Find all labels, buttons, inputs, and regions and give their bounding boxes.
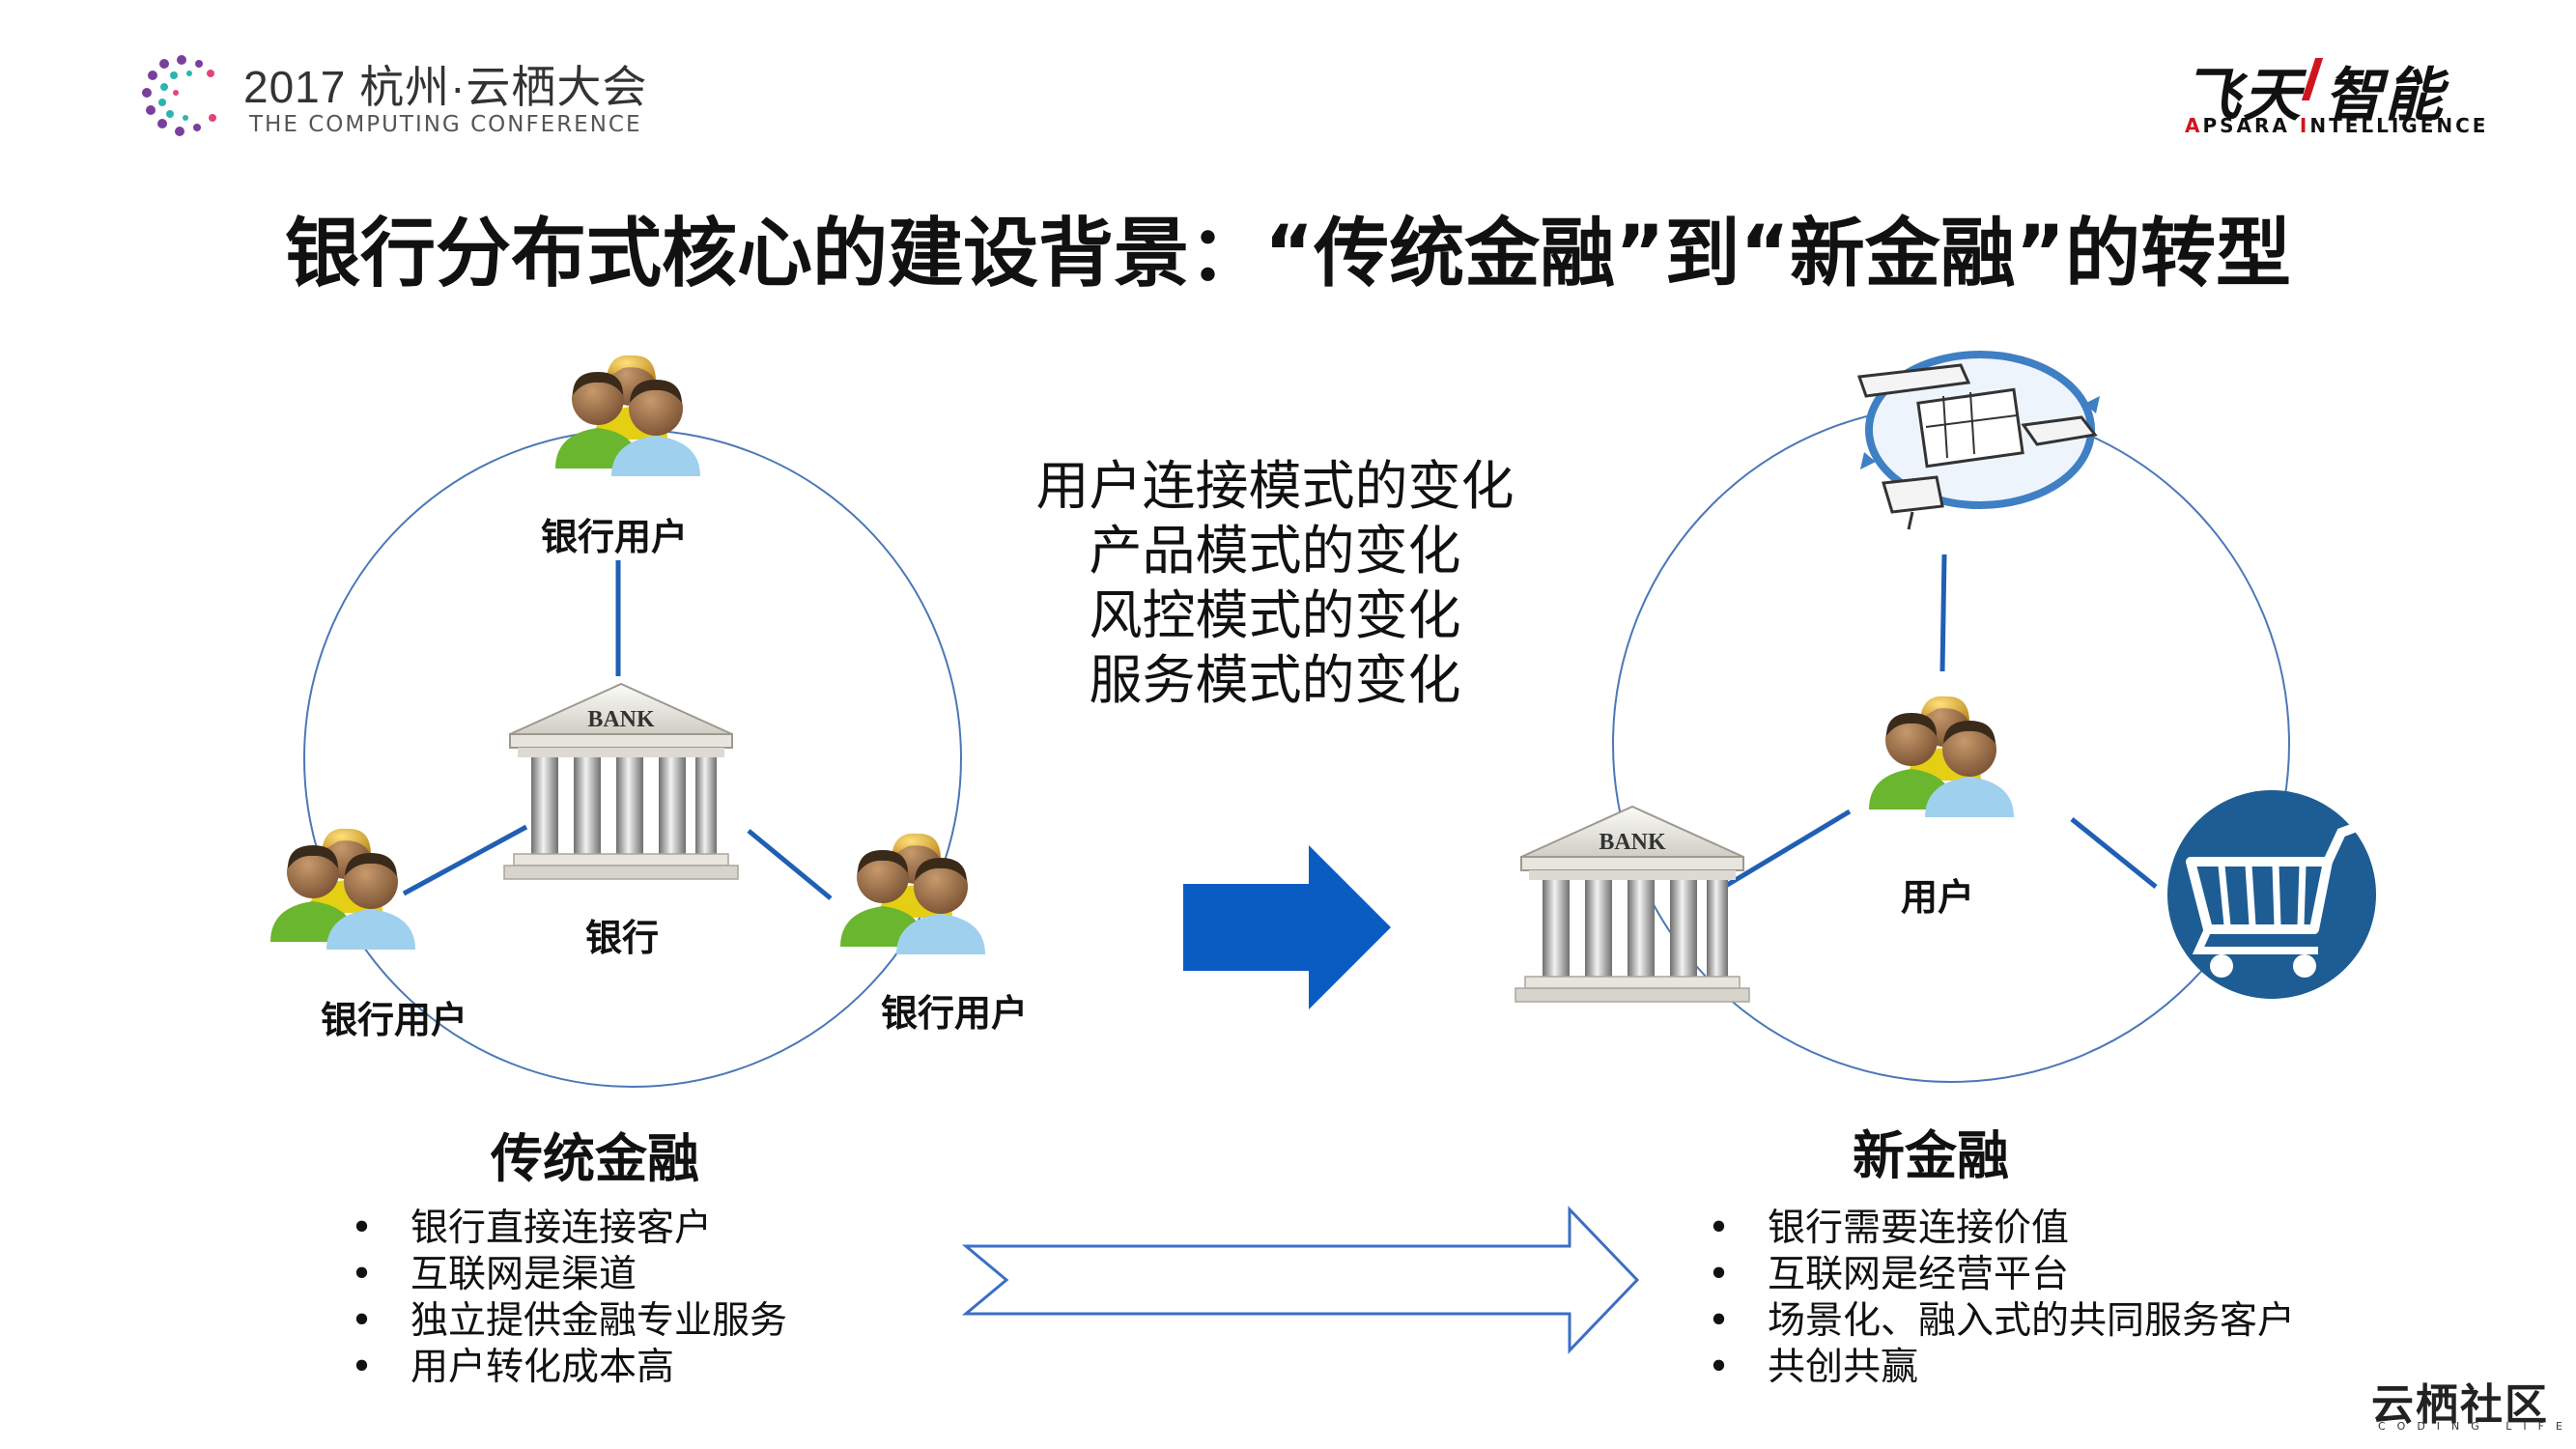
bank-label: 银行 [585, 917, 660, 959]
brand-en-a: A [2185, 114, 2203, 137]
left-user-label: 银行用户 [321, 999, 468, 1041]
community-logo: 云栖社区 [2371, 1380, 2549, 1430]
bank-sign-right: BANK [1599, 830, 1666, 855]
conference-title: 2017 杭州·云栖大会 [243, 62, 648, 112]
list-item: 场景化、融入式的共同服务客户 [1700, 1298, 2295, 1345]
changes-list: 用户连接模式的变化 产品模式的变化 风控模式的变化 服务模式的变化 [956, 454, 1594, 713]
brand-en-c: I [2299, 114, 2310, 137]
change-item: 产品模式的变化 [1089, 520, 1461, 582]
change-item: 风控模式的变化 [1089, 584, 1461, 646]
users-icon-center [1869, 696, 2014, 817]
list-item: 互联网是经营平台 [1700, 1252, 2295, 1298]
product-cycle-icon [1856, 351, 2100, 530]
left-connector-left [402, 824, 528, 896]
conference-logo-icon [142, 55, 216, 136]
top-user-label: 银行用户 [541, 516, 689, 558]
conference-subtitle: THE COMPUTING CONFERENCE [249, 112, 642, 137]
transition-arrow-solid [1183, 845, 1391, 1009]
change-item: 服务模式的变化 [1089, 649, 1461, 711]
right-connector-right [2070, 817, 2158, 889]
list-item: 银行直接连接客户 [343, 1206, 787, 1252]
users-icon-right [840, 833, 985, 954]
new-finance-list: 银行需要连接价值 互联网是经营平台 场景化、融入式的共同服务客户 共创共赢 [1700, 1206, 2295, 1391]
transition-arrow-outline [961, 1206, 1640, 1354]
change-item: 用户连接模式的变化 [1035, 455, 1514, 517]
right-connector-left [1722, 809, 1852, 890]
left-connector-right [747, 829, 833, 900]
list-item: 用户转化成本高 [343, 1345, 787, 1391]
traditional-finance-list: 银行直接连接客户 互联网是渠道 独立提供金融专业服务 用户转化成本高 [343, 1206, 787, 1391]
brand-logo-en: APSARA INTELLIGENCE [2185, 114, 2488, 137]
brand-en-d: NTELLIGENCE [2309, 114, 2489, 137]
users-icon-top [555, 355, 700, 476]
list-item: 独立提供金融专业服务 [343, 1298, 787, 1345]
right-connector-top [1939, 554, 1947, 672]
shopping-cart-icon [2167, 790, 2376, 999]
new-finance-heading: 新金融 [1853, 1125, 2009, 1186]
traditional-finance-heading: 传统金融 [491, 1128, 699, 1189]
community-subtitle: CODING LIFE [2378, 1420, 2574, 1433]
brand-en-b: PSARA [2202, 114, 2300, 137]
list-item: 互联网是渠道 [343, 1252, 787, 1298]
users-icon-left [270, 828, 415, 950]
list-item: 银行需要连接价值 [1700, 1206, 2295, 1252]
list-item: 共创共赢 [1700, 1345, 2295, 1391]
right-user-label: 银行用户 [881, 992, 1029, 1035]
slide-title: 银行分布式核心的建设背景：“传统金融”到“新金融”的转型 [284, 211, 2292, 298]
user-label: 用户 [1901, 876, 1975, 919]
bank-sign-left: BANK [587, 707, 655, 732]
